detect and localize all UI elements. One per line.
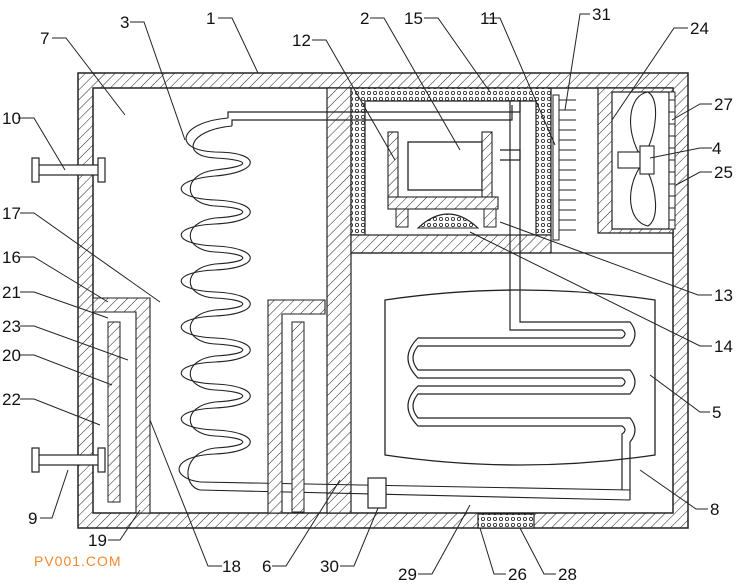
callout-9: 9 bbox=[28, 509, 37, 528]
callout-18: 18 bbox=[222, 557, 241, 576]
callout-13: 13 bbox=[714, 286, 733, 305]
callout-8: 8 bbox=[710, 500, 719, 519]
callout-11: 11 bbox=[480, 9, 498, 28]
callout-15: 15 bbox=[404, 9, 423, 28]
callout-29: 29 bbox=[398, 565, 417, 584]
compressor bbox=[387, 131, 499, 229]
callout-21: 21 bbox=[2, 283, 21, 302]
callout-3: 3 bbox=[120, 13, 129, 32]
callout-1: 1 bbox=[206, 9, 215, 28]
heat-sink bbox=[552, 94, 576, 241]
watermark: PV001.COM bbox=[34, 553, 122, 569]
callout-14: 14 bbox=[714, 337, 733, 356]
callout-7: 7 bbox=[40, 29, 49, 48]
callout-6: 6 bbox=[262, 557, 271, 576]
water-tank bbox=[92, 297, 326, 514]
fan-assembly bbox=[597, 87, 676, 234]
callout-25: 25 bbox=[714, 163, 733, 182]
leader-lines bbox=[18, 13, 712, 575]
callout-24: 24 bbox=[690, 19, 709, 38]
callout-28: 28 bbox=[558, 565, 577, 584]
callout-5: 5 bbox=[712, 403, 721, 422]
callout-10: 10 bbox=[2, 109, 21, 128]
evaporator bbox=[384, 100, 656, 500]
callout-12: 12 bbox=[292, 31, 311, 50]
callout-2: 2 bbox=[360, 9, 369, 28]
callout-27: 27 bbox=[714, 95, 733, 114]
callout-26: 26 bbox=[508, 565, 527, 584]
partition-wall bbox=[326, 87, 352, 514]
callout-labels: 1 2 3 4 5 6 7 8 9 10 11 12 13 14 15 16 1… bbox=[2, 5, 733, 584]
valve bbox=[367, 477, 387, 509]
callout-22: 22 bbox=[2, 390, 21, 409]
callout-20: 20 bbox=[2, 346, 21, 365]
outlet-pipe bbox=[31, 447, 106, 473]
callout-17: 17 bbox=[2, 204, 21, 223]
callout-31: 31 bbox=[592, 5, 611, 24]
inlet-pipe bbox=[31, 157, 106, 183]
callout-19: 19 bbox=[88, 531, 107, 550]
callout-4: 4 bbox=[712, 139, 721, 158]
callout-30: 30 bbox=[320, 557, 339, 576]
callout-16: 16 bbox=[2, 248, 21, 267]
callout-23: 23 bbox=[2, 317, 21, 336]
drain-filter bbox=[477, 513, 535, 529]
